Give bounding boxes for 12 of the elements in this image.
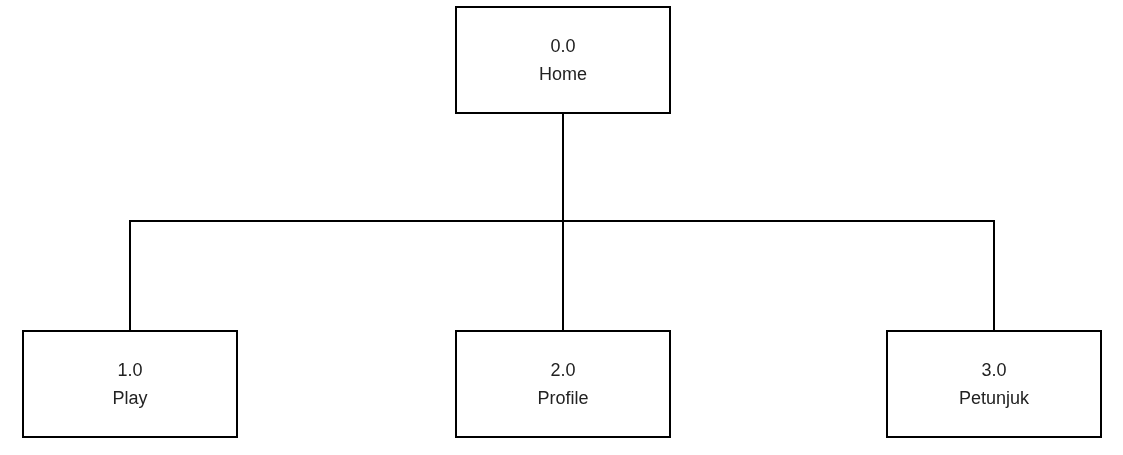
box-label: 2.0	[550, 359, 576, 382]
box-label: Home	[539, 63, 587, 86]
box-label: Profile	[537, 387, 589, 410]
box-label: Play	[112, 387, 148, 410]
box-label: Petunjuk	[958, 387, 1030, 410]
box-label: 0.0	[550, 35, 576, 58]
box-label: 1.0	[117, 359, 143, 382]
process-box	[455, 330, 671, 438]
process-box	[886, 330, 1102, 438]
process-box	[22, 330, 238, 438]
box-label: 3.0	[981, 359, 1007, 382]
process-box	[455, 6, 671, 114]
